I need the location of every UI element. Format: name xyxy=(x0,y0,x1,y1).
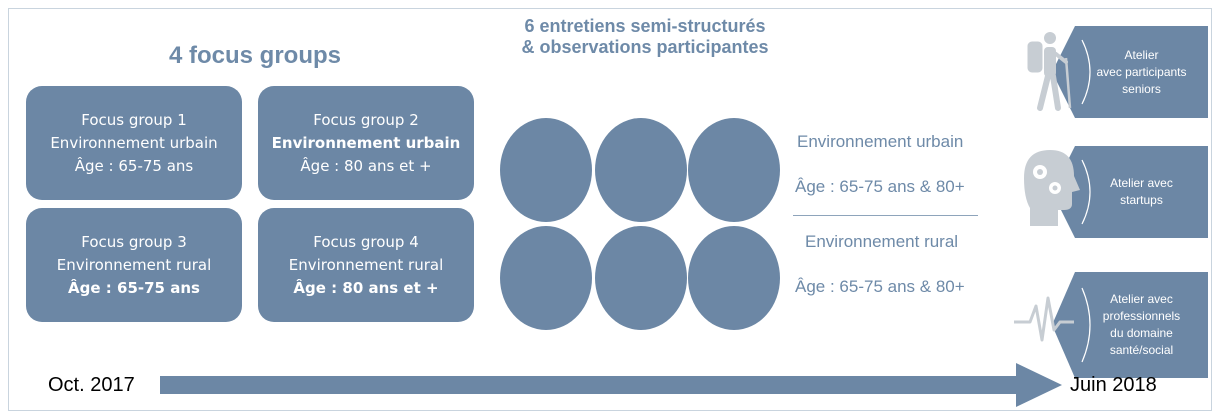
workshop-professionals-line-4: santé/social xyxy=(1109,343,1174,357)
interviews-title: 6 entretiens semi-structurés & observati… xyxy=(470,16,820,58)
workshop-startups-line-2: startups xyxy=(1120,193,1163,207)
interview-circle-5 xyxy=(595,226,687,330)
timeline-end-date: Juin 2018 xyxy=(1070,374,1157,396)
focus-group-3-environment: Environnement rural xyxy=(56,255,212,274)
focus-group-1-box: Focus group 1 Environnement urbain Âge :… xyxy=(26,86,242,200)
hiker-icon xyxy=(1027,32,1072,111)
interview-circle-6 xyxy=(688,226,780,330)
focus-group-1-environment: Environnement urbain xyxy=(50,133,218,152)
workshop-tag-2 xyxy=(1052,146,1208,238)
focus-group-2-environment: Environnement urbain xyxy=(271,133,461,152)
rural-environment-label: Environnement rural xyxy=(805,232,959,251)
interview-circle-3 xyxy=(688,118,780,222)
focus-group-2-box: Focus group 2 Environnement urbain Âge :… xyxy=(258,86,474,200)
interview-circle-4 xyxy=(500,226,592,330)
focus-group-3-age: Âge : 65-75 ans xyxy=(68,278,200,297)
workshop-startups-line-1: Atelier avec xyxy=(1110,176,1173,190)
workshop-professionals-line-1: Atelier avec xyxy=(1110,292,1173,306)
workshop-startups-label: Atelier avec startups xyxy=(1075,146,1208,238)
timeline-start-date: Oct. 2017 xyxy=(48,374,135,396)
focus-group-2-name: Focus group 2 xyxy=(313,110,419,129)
rural-age-label: Âge : 65-75 ans & 80+ xyxy=(795,277,965,296)
workshop-seniors-line-2: avec participants xyxy=(1096,64,1187,79)
urban-environment-label: Environnement urbain xyxy=(797,132,964,151)
interviews-divider xyxy=(793,215,978,216)
focus-group-4-name: Focus group 4 xyxy=(313,232,419,251)
workshop-seniors-label: Atelier avec participants seniors xyxy=(1075,26,1208,118)
focus-group-4-age: Âge : 80 ans et + xyxy=(293,278,439,297)
diagram-frame xyxy=(8,8,1212,411)
focus-group-2-age: Âge : 80 ans et + xyxy=(300,156,432,175)
focus-group-4-box: Focus group 4 Environnement rural Âge : … xyxy=(258,208,474,322)
workshop-professionals-line-2: professionnels xyxy=(1102,309,1181,323)
urban-age-label: Âge : 65-75 ans & 80+ xyxy=(795,177,965,196)
focus-group-4-environment: Environnement rural xyxy=(288,255,444,274)
workshop-tag-1 xyxy=(1052,26,1208,118)
focus-group-1-age: Âge : 65-75 ans xyxy=(74,156,194,175)
focus-groups-title: 4 focus groups xyxy=(168,42,342,69)
interviews-title-line-2: & observations participantes xyxy=(521,37,769,57)
focus-group-3-name: Focus group 3 xyxy=(81,232,187,251)
interviews-title-line-1: 6 entretiens semi-structurés xyxy=(524,16,766,36)
heartbeat-icon xyxy=(1014,296,1074,342)
workshop-professionals-line-3: du domaine xyxy=(1110,326,1173,340)
workshop-professionals-label: Atelier avec professionnels du domaine s… xyxy=(1075,272,1208,378)
focus-group-1-name: Focus group 1 xyxy=(81,110,187,129)
focus-group-3-box: Focus group 3 Environnement rural Âge : … xyxy=(26,208,242,322)
interview-circle-1 xyxy=(500,118,592,222)
head-gears-icon xyxy=(1024,150,1080,226)
workshop-seniors-line-1: Atelier xyxy=(1124,47,1159,62)
workshop-tag-3 xyxy=(1052,272,1208,378)
workshop-seniors-line-3: seniors xyxy=(1122,81,1161,96)
interview-circle-2 xyxy=(595,118,687,222)
timeline-arrow xyxy=(160,363,1062,407)
